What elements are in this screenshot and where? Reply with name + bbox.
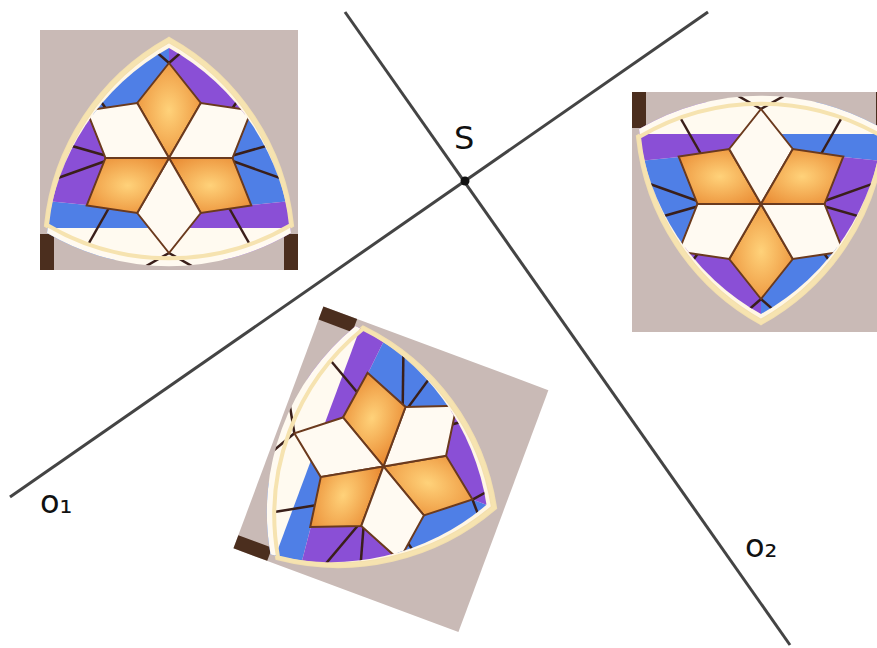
window-original (19, 8, 319, 278)
axis-line (10, 12, 708, 497)
axis-label: o₂ (745, 530, 777, 562)
center-point (461, 177, 470, 186)
axis-line (345, 12, 790, 645)
axis-label: o₁ (40, 486, 72, 518)
window-reflected (219, 284, 577, 648)
point-label: S (454, 122, 474, 154)
window-rotated (611, 84, 877, 354)
